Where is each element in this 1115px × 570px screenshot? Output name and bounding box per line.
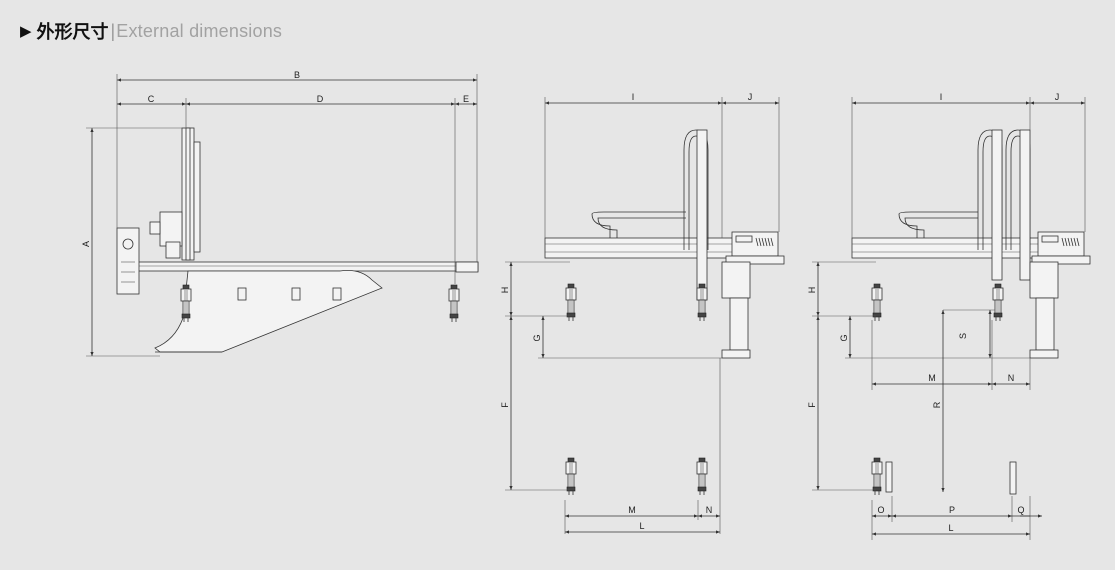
view3-dim-label-Q: Q bbox=[1017, 505, 1024, 515]
view3-dim-label-L: L bbox=[948, 523, 953, 533]
side-view: B C D E A bbox=[81, 70, 479, 357]
dim-label-A: A bbox=[81, 241, 91, 247]
view3-dim-label-F: F bbox=[807, 402, 817, 408]
view3-dim-label-H: H bbox=[807, 287, 817, 294]
view2-dim-label-N: N bbox=[706, 505, 713, 515]
play-triangle-icon: ▶ bbox=[20, 23, 32, 40]
view3-dim-label-I: I bbox=[940, 92, 943, 102]
front-view-double: I J H G F S M N bbox=[807, 92, 1091, 540]
view3-dim-label-P: P bbox=[949, 505, 955, 515]
view2-dim-label-L: L bbox=[639, 521, 644, 531]
view3-dim-label-O: O bbox=[877, 505, 884, 515]
view2-dim-label-J: J bbox=[748, 92, 753, 102]
dim-label-E: E bbox=[463, 94, 469, 104]
view3-dim-label-M: M bbox=[928, 373, 936, 383]
dim-label-C: C bbox=[148, 94, 155, 104]
view3-dim-label-R: R bbox=[932, 401, 942, 408]
title-separator: | bbox=[110, 20, 116, 41]
section-title-zh: 外形尺寸 bbox=[36, 22, 109, 43]
view2-dim-label-M: M bbox=[628, 505, 636, 515]
section-title-en: External dimensions bbox=[116, 20, 283, 41]
view3-dim-label-N: N bbox=[1008, 373, 1015, 383]
dim-label-D: D bbox=[317, 94, 324, 104]
front-view-single: I J H G F M N L bbox=[500, 92, 785, 534]
view2-dim-label-H: H bbox=[500, 287, 510, 294]
view3-dim-label-J: J bbox=[1055, 92, 1060, 102]
view3-dim-label-G: G bbox=[839, 334, 849, 341]
view2-dim-label-G: G bbox=[532, 334, 542, 341]
dim-label-B: B bbox=[294, 70, 300, 80]
view3-dim-label-S: S bbox=[958, 333, 968, 339]
view2-dim-label-F: F bbox=[500, 402, 510, 408]
view2-dim-label-I: I bbox=[632, 92, 635, 102]
section-header: ▶ 外形尺寸 | External dimensions bbox=[20, 16, 282, 46]
